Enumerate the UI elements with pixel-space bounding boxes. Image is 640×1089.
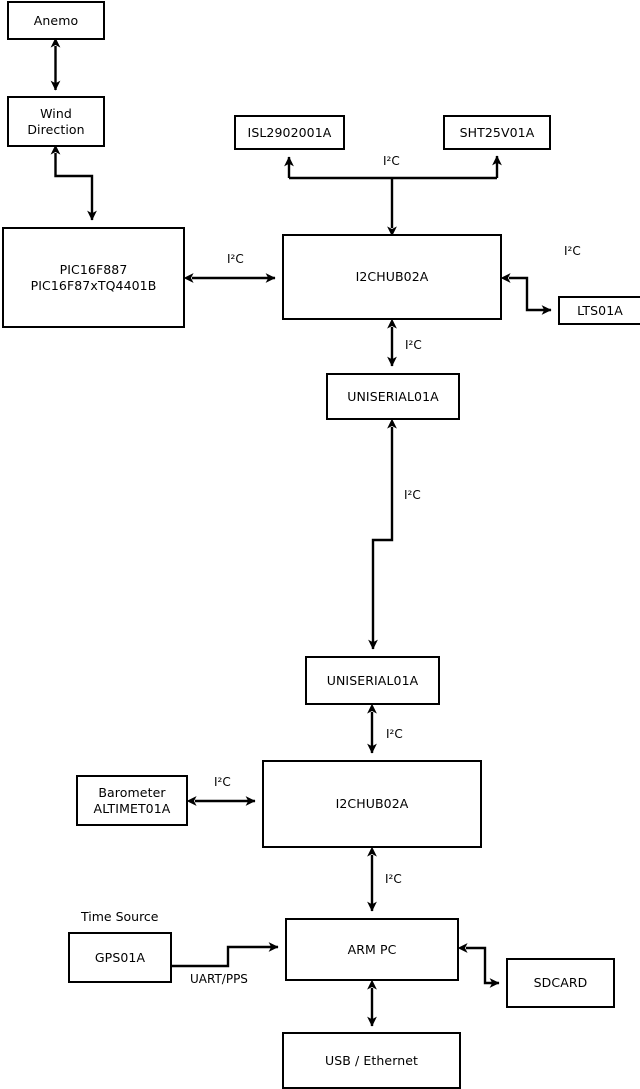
node-isl2902001a-label: ISL2902001A — [247, 124, 332, 140]
edge-label-i2c-uniserial-link: I²C — [404, 488, 421, 502]
node-anemo[interactable]: Anemo — [7, 1, 105, 40]
wire-wind-pic — [50, 144, 97, 221]
node-i2chub02a-top[interactable]: I2CHUB02A — [282, 234, 502, 320]
node-sht25v01a-label: SHT25V01A — [459, 124, 535, 140]
edge-label-i2c-barometer-hub: I²C — [214, 775, 231, 789]
node-pic-mcu-label: PIC16F887 PIC16F87xTQ4401B — [30, 261, 157, 293]
node-wind-direction-label: Wind Direction — [27, 105, 85, 137]
node-uniserial01a-bottom[interactable]: UNISERIAL01A — [305, 656, 440, 705]
node-lts01a-label: LTS01A — [577, 302, 623, 318]
edge-label-i2c-hub-uniserial: I²C — [405, 338, 422, 352]
node-sdcard-label: SDCARD — [533, 975, 588, 991]
wire-unitop-unibot — [368, 418, 397, 650]
edge-label-i2c-uniserial-hub: I²C — [386, 727, 403, 741]
node-lts01a[interactable]: LTS01A — [558, 296, 640, 325]
wire-armpc-sdcard — [457, 943, 500, 988]
node-usb-ethernet[interactable]: USB / Ethernet — [282, 1032, 461, 1089]
node-sdcard[interactable]: SDCARD — [506, 958, 615, 1008]
node-arm-pc[interactable]: ARM PC — [285, 918, 459, 981]
node-i2chub02a-bottom-label: I2CHUB02A — [335, 796, 409, 812]
node-uniserial01a-top[interactable]: UNISERIAL01A — [326, 373, 460, 420]
edge-label-i2c-sensor-bus: I²C — [383, 154, 400, 168]
node-barometer-altimet01a-label: Barometer ALTIMET01A — [93, 784, 171, 816]
wire-gps-armpc — [172, 942, 279, 968]
node-pic-mcu[interactable]: PIC16F887 PIC16F87xTQ4401B — [2, 227, 185, 328]
label-time-source: Time Source — [81, 909, 159, 924]
node-sht25v01a[interactable]: SHT25V01A — [443, 115, 551, 150]
node-usb-ethernet-label: USB / Ethernet — [324, 1052, 419, 1068]
node-arm-pc-label: ARM PC — [347, 941, 397, 957]
edge-label-i2c-pic-hub: I²C — [227, 252, 244, 266]
node-gps01a[interactable]: GPS01A — [68, 932, 172, 983]
node-i2chub02a-top-label: I2CHUB02A — [355, 269, 429, 285]
node-i2chub02a-bottom[interactable]: I2CHUB02A — [262, 760, 482, 848]
node-uniserial01a-top-label: UNISERIAL01A — [347, 388, 439, 404]
edge-label-uart-pps: UART/PPS — [190, 972, 248, 986]
node-anemo-label: Anemo — [33, 12, 79, 28]
wire-hubtop-lts — [500, 273, 552, 315]
node-isl2902001a[interactable]: ISL2902001A — [234, 115, 345, 150]
node-barometer-altimet01a[interactable]: Barometer ALTIMET01A — [76, 775, 188, 826]
node-gps01a-label: GPS01A — [94, 949, 146, 965]
node-uniserial01a-bottom-label: UNISERIAL01A — [326, 672, 419, 688]
node-wind-direction[interactable]: Wind Direction — [7, 96, 105, 147]
edge-label-i2c-hub-lts: I²C — [564, 244, 581, 258]
edge-label-i2c-hub-armpc: I²C — [385, 872, 402, 886]
